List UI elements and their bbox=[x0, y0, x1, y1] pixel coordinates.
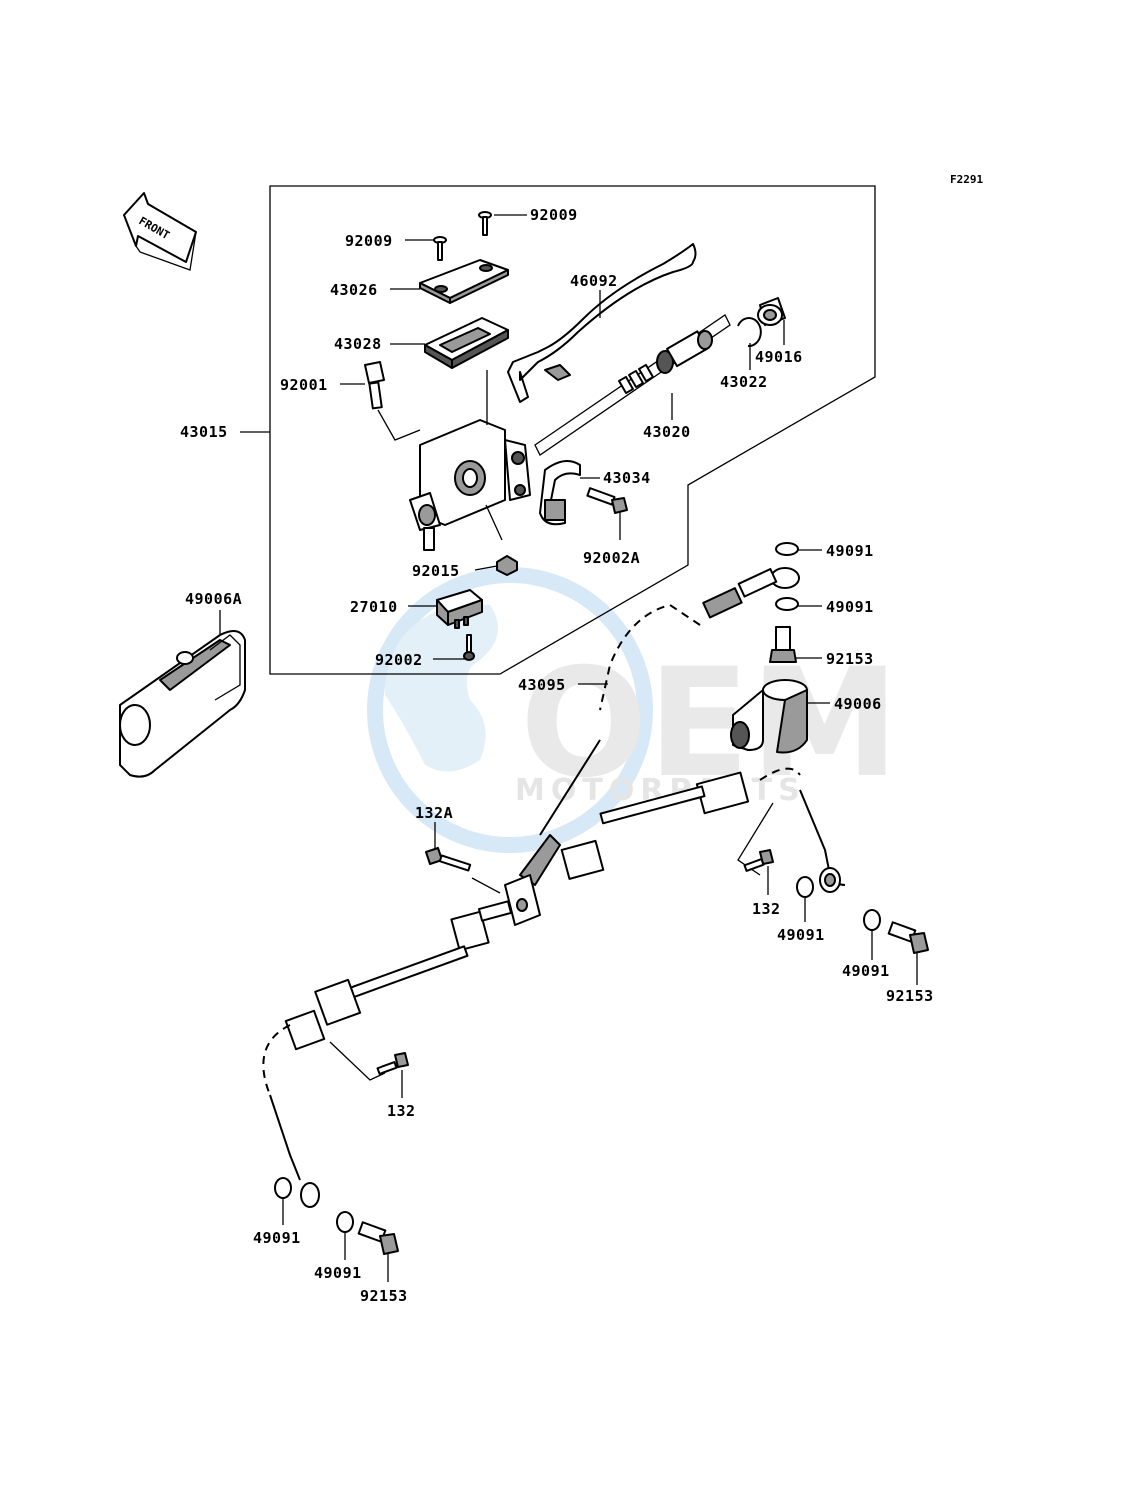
label-92153-c: 92153 bbox=[360, 1287, 408, 1305]
leader-lines bbox=[219, 214, 918, 1282]
watermark-globe-ring bbox=[367, 567, 653, 853]
label-92153-a: 92153 bbox=[826, 650, 874, 668]
label-49091-e: 49091 bbox=[253, 1229, 301, 1247]
label-92009-top: 92009 bbox=[530, 206, 578, 224]
label-43020: 43020 bbox=[643, 423, 691, 441]
banjo-bolt-92153-right-icon bbox=[887, 921, 929, 954]
part-labels: 92009 92009 43026 43028 92001 43015 4609… bbox=[180, 206, 934, 1305]
master-cylinder-body-icon bbox=[409, 419, 531, 551]
label-46092: 46092 bbox=[570, 272, 618, 290]
tee-fitting-49006-icon bbox=[730, 679, 808, 754]
junction-block-icon bbox=[504, 874, 541, 926]
label-92153-b: 92153 bbox=[886, 987, 934, 1005]
bolt-92002A-icon bbox=[586, 487, 628, 514]
label-49091-f: 49091 bbox=[314, 1264, 362, 1282]
diaphragm-43028-icon bbox=[424, 317, 509, 369]
label-92015: 92015 bbox=[412, 562, 460, 580]
label-132A: 132A bbox=[415, 804, 453, 822]
assembly-43015-box bbox=[269, 185, 876, 675]
cover-49006A-icon bbox=[119, 630, 246, 778]
washer-49091-e-icon bbox=[274, 1177, 292, 1199]
piston-assembly-43020-icon bbox=[534, 314, 731, 456]
label-92009-left: 92009 bbox=[345, 232, 393, 250]
banjo-bolt-92153-top-icon bbox=[769, 626, 797, 663]
brake-hose-43095-icon bbox=[519, 567, 800, 886]
lever-46092-icon bbox=[507, 243, 697, 403]
label-43026: 43026 bbox=[330, 281, 378, 299]
label-49091-c: 49091 bbox=[777, 926, 825, 944]
label-49091-b: 49091 bbox=[826, 598, 874, 616]
switch-27010-icon bbox=[436, 589, 483, 629]
washer-49091-d-icon bbox=[863, 909, 881, 931]
label-43022: 43022 bbox=[720, 373, 768, 391]
bolt-92001-icon bbox=[364, 361, 385, 410]
washer-49091-b-icon bbox=[775, 597, 799, 611]
label-27010: 27010 bbox=[350, 598, 398, 616]
label-43015: 43015 bbox=[180, 423, 228, 441]
washer-49091-f-icon bbox=[336, 1211, 354, 1233]
bolt-132-right-icon bbox=[743, 849, 774, 872]
nut-92015-icon bbox=[496, 555, 518, 576]
label-92001: 92001 bbox=[280, 376, 328, 394]
clamp-43034-icon bbox=[539, 460, 581, 526]
label-132-right: 132 bbox=[752, 900, 781, 918]
label-49006A: 49006A bbox=[185, 590, 242, 608]
reservoir-cap-43026-icon bbox=[419, 259, 509, 304]
label-49091-a: 49091 bbox=[826, 542, 874, 560]
label-43095: 43095 bbox=[518, 676, 566, 694]
label-49091-d: 49091 bbox=[842, 962, 890, 980]
front-arrow-icon: FRONT bbox=[123, 192, 197, 271]
label-92002A: 92002A bbox=[583, 549, 640, 567]
label-92002: 92002 bbox=[375, 651, 423, 669]
figure-code: F2291 bbox=[950, 173, 983, 186]
label-43028: 43028 bbox=[334, 335, 382, 353]
washer-49091-a-icon bbox=[775, 542, 799, 556]
bolt-132A-icon bbox=[425, 847, 472, 872]
label-49016: 49016 bbox=[755, 348, 803, 366]
label-49006: 49006 bbox=[834, 695, 882, 713]
bolt-132-left-icon bbox=[376, 1052, 409, 1075]
label-132-left: 132 bbox=[387, 1102, 416, 1120]
washer-49091-c-icon bbox=[796, 876, 814, 898]
screw-92009-top-icon bbox=[478, 211, 492, 236]
circlip-43022-icon bbox=[737, 317, 762, 348]
dust-boot-49016-icon bbox=[757, 297, 786, 326]
screw-92009-left-icon bbox=[433, 236, 447, 261]
screw-92002-icon bbox=[463, 634, 475, 661]
brake-hose-right-icon bbox=[560, 767, 846, 893]
banjo-bolt-92153-left-icon bbox=[357, 1221, 399, 1255]
brake-hose-left-icon bbox=[262, 900, 513, 1208]
label-43034: 43034 bbox=[603, 469, 651, 487]
